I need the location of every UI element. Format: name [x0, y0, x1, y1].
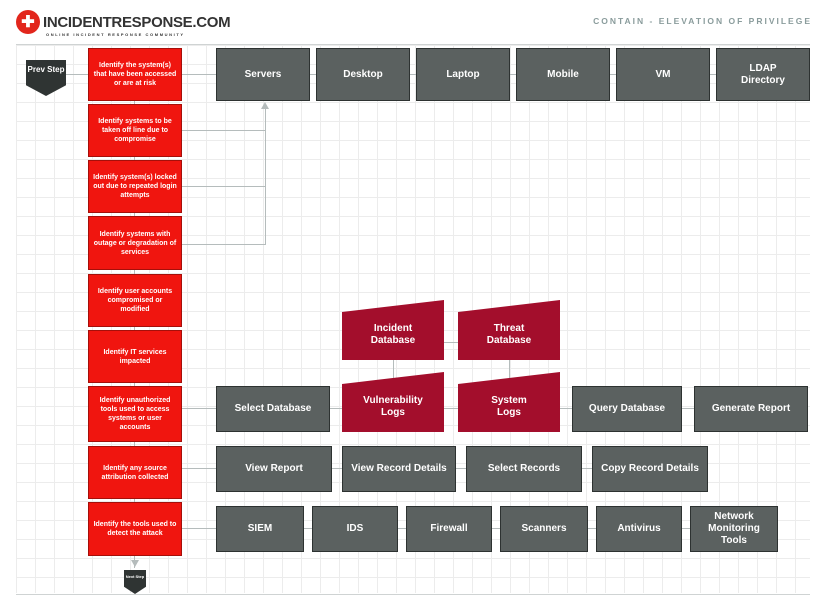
bottom-divider [16, 594, 810, 595]
connector [182, 130, 265, 131]
select-database-box[interactable]: Select Database [216, 386, 330, 432]
connector [182, 244, 265, 245]
servers-box[interactable]: Servers [216, 48, 310, 101]
desktop-box[interactable]: Desktop [316, 48, 410, 101]
top-divider [16, 44, 810, 45]
siem-box[interactable]: SIEM [216, 506, 304, 552]
network-monitoring-tools-box[interactable]: Network Monitoring Tools [690, 506, 778, 552]
system-logs[interactable]: System Logs [458, 372, 560, 432]
step-box[interactable]: Identify systems to be taken off line du… [88, 104, 182, 157]
step-box[interactable]: Identify any source attribution collecte… [88, 446, 182, 499]
arrow-down-icon [131, 560, 139, 567]
step-box[interactable]: Identify system(s) locked out due to rep… [88, 160, 182, 213]
view-record-details-box[interactable]: View Record Details [342, 446, 456, 492]
ids-box[interactable]: IDS [312, 506, 398, 552]
view-report-box[interactable]: View Report [216, 446, 332, 492]
vm-box[interactable]: VM [616, 48, 710, 101]
scanners-box[interactable]: Scanners [500, 506, 588, 552]
step-box[interactable]: Identify the system(s) that have been ac… [88, 48, 182, 101]
connector [393, 360, 394, 380]
step-box[interactable]: Identify user accounts compromised or mo… [88, 274, 182, 327]
logo-name: INCIDENTRESPONSE.COM [43, 13, 231, 31]
connector [509, 360, 510, 380]
threat-database[interactable]: Threat Database [458, 300, 560, 360]
ldap-directory-box[interactable]: LDAP Directory [716, 48, 810, 101]
query-database-box[interactable]: Query Database [572, 386, 682, 432]
logo-icon: ✚ [16, 10, 40, 34]
select-records-box[interactable]: Select Records [466, 446, 582, 492]
copy-record-details-box[interactable]: Copy Record Details [592, 446, 708, 492]
antivirus-box[interactable]: Antivirus [596, 506, 682, 552]
connector [444, 342, 458, 343]
step-box[interactable]: Identify systems with outage or degradat… [88, 216, 182, 270]
mobile-box[interactable]: Mobile [516, 48, 610, 101]
next-step-button[interactable]: Next Step [124, 570, 146, 594]
logo: ✚ INCIDENTRESPONSE.COM ONLINE INCIDENT R… [16, 10, 231, 37]
step-box[interactable]: Identify the tools used to detect the at… [88, 502, 182, 556]
arrow-up-icon [261, 102, 269, 109]
firewall-box[interactable]: Firewall [406, 506, 492, 552]
page-title: CONTAIN - ELEVATION OF PRIVILEGE [593, 16, 812, 26]
incident-database[interactable]: Incident Database [342, 300, 444, 360]
laptop-box[interactable]: Laptop [416, 48, 510, 101]
step-box[interactable]: Identify unauthorized tools used to acce… [88, 386, 182, 442]
vulnerability-logs[interactable]: Vulnerability Logs [342, 372, 444, 432]
step-box[interactable]: Identify IT services impacted [88, 330, 182, 383]
logo-tagline: ONLINE INCIDENT RESPONSE COMMUNITY [46, 32, 185, 37]
connector [265, 108, 266, 245]
generate-report-box[interactable]: Generate Report [694, 386, 808, 432]
connector [182, 186, 265, 187]
